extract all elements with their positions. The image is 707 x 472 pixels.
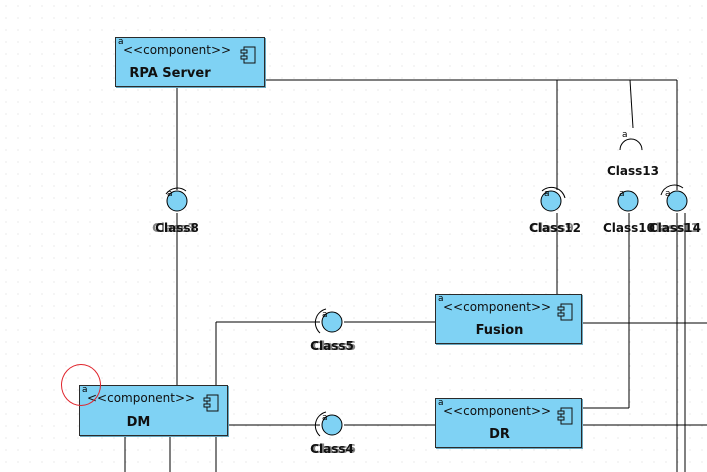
component-dr[interactable]: a <<component>> DR bbox=[435, 398, 582, 448]
component-icon bbox=[240, 46, 256, 64]
class14-a-mark: a bbox=[665, 189, 671, 199]
class13-a-mark: a bbox=[622, 130, 628, 140]
component-rpa-server[interactable]: a <<component>> RPA Server bbox=[115, 37, 265, 87]
a-mark: a bbox=[438, 294, 444, 304]
component-icon bbox=[557, 303, 573, 321]
class6-label: Class6 bbox=[312, 442, 356, 456]
component-name: Fusion bbox=[475, 323, 524, 338]
class12-a-mark: a bbox=[544, 189, 550, 199]
class4-a-mark: a bbox=[322, 413, 328, 423]
component-name: DR bbox=[489, 427, 510, 442]
a-mark: a bbox=[438, 398, 444, 408]
stereotype-label: <<component>> bbox=[87, 391, 196, 405]
class8-label[interactable]: Class8 bbox=[155, 221, 199, 235]
class14-label[interactable]: Class14 bbox=[648, 221, 702, 235]
class12-label[interactable]: Class12 bbox=[528, 221, 582, 235]
component-icon bbox=[203, 394, 219, 412]
class12-lollipop[interactable] bbox=[540, 186, 566, 212]
class14-lollipop[interactable] bbox=[660, 184, 688, 212]
class10-a-mark: a bbox=[619, 189, 625, 199]
stereotype-label: <<component>> bbox=[443, 300, 552, 314]
component-name: RPA Server bbox=[129, 66, 211, 81]
stereotype-label: <<component>> bbox=[443, 404, 552, 418]
class6-ghost-label: Class6 bbox=[312, 339, 356, 353]
class8-a-mark: a bbox=[167, 189, 173, 199]
highlight-circle bbox=[61, 364, 101, 406]
a-mark: a bbox=[118, 37, 124, 47]
class3-label: Class3 bbox=[152, 221, 196, 235]
class4-lollipop[interactable] bbox=[314, 411, 343, 437]
class4-label[interactable]: Class4 bbox=[310, 442, 354, 456]
component-icon bbox=[557, 407, 573, 425]
component-dm[interactable]: a <<component>> DM bbox=[79, 385, 228, 436]
stereotype-label: <<component>> bbox=[123, 43, 232, 57]
class10-lollipop[interactable] bbox=[617, 190, 639, 212]
class13-label[interactable]: Class13 bbox=[606, 164, 660, 178]
class8-lollipop[interactable] bbox=[165, 187, 188, 212]
class5-a-mark: a bbox=[322, 310, 328, 320]
component-name: DM bbox=[126, 415, 151, 430]
class11-label: Class11 bbox=[646, 221, 700, 235]
class5-lollipop[interactable] bbox=[314, 308, 343, 334]
class10-label[interactable]: Class10 bbox=[602, 221, 656, 235]
class9-label: Class9 bbox=[530, 221, 574, 235]
class5-label[interactable]: Class5 bbox=[310, 339, 354, 353]
class13-socket[interactable] bbox=[619, 79, 643, 151]
component-fusion[interactable]: a <<component>> Fusion bbox=[435, 294, 582, 344]
